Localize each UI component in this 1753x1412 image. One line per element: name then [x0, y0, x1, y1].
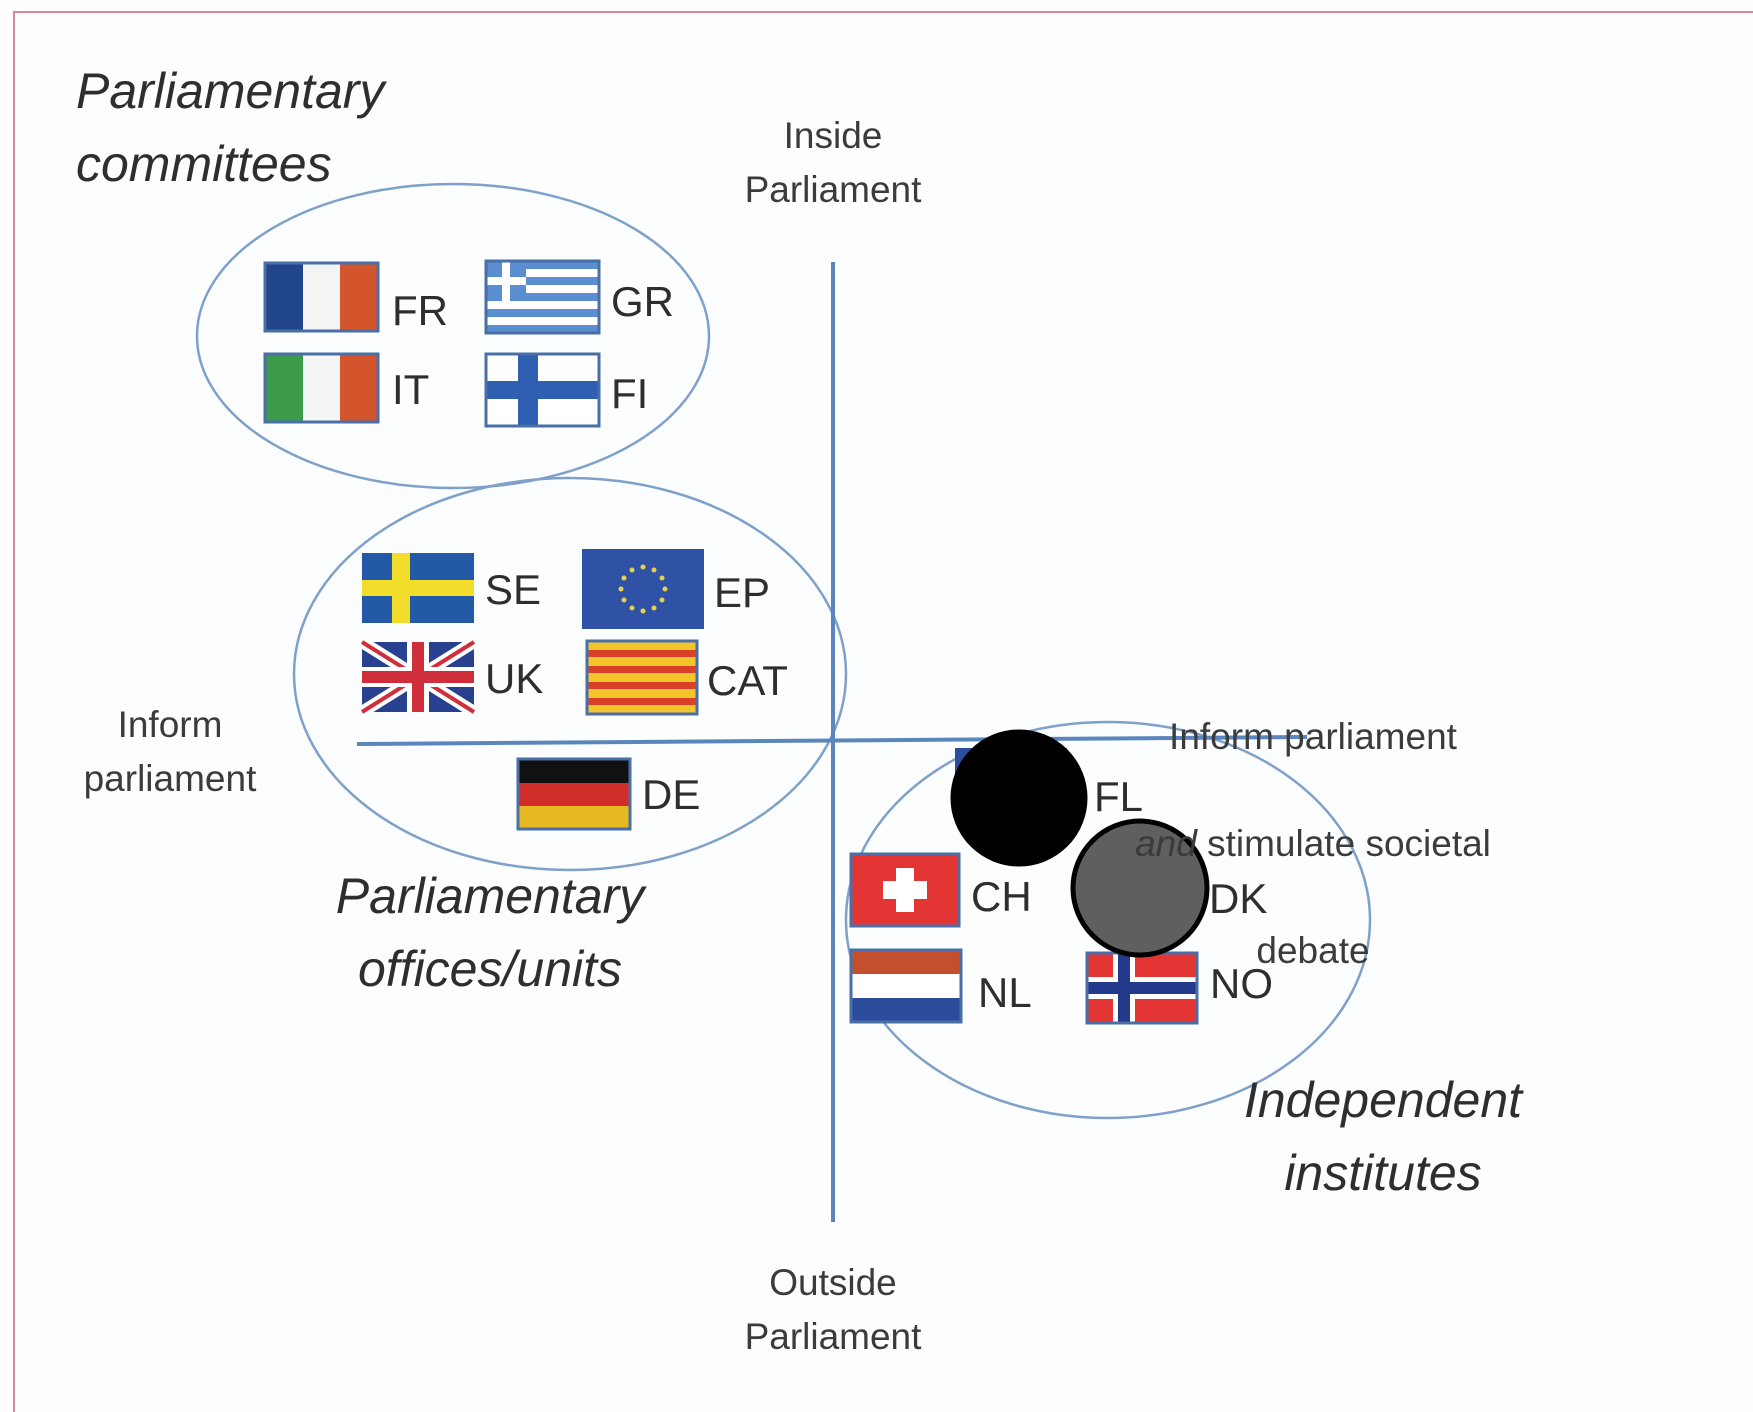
- axis-label-right-line3: debate: [1256, 930, 1370, 972]
- switzerland-flag-icon: [849, 852, 961, 928]
- figure-frame: [13, 11, 1753, 1412]
- france-flag-icon: [263, 261, 380, 333]
- offices-ellipse: [292, 476, 848, 872]
- flag-code-nl: NL: [978, 969, 1032, 1016]
- norway-flag-icon: [1085, 951, 1199, 1025]
- institutes-ellipse: [844, 720, 1372, 1120]
- axis-label-right-italic: and: [1135, 822, 1197, 864]
- sweden-flag-icon: [362, 553, 474, 623]
- axis-label-left: Inform parliament: [83, 704, 257, 799]
- flag-code-de: DE: [642, 771, 701, 818]
- redaction-gray-circle: [1070, 818, 1210, 958]
- axis-label-inside: Inside Parliament: [744, 115, 922, 210]
- axis-label-outside: Outside Parliament: [744, 1262, 922, 1357]
- eu-flag-icon: [582, 549, 704, 629]
- flag-code-it: IT: [392, 366, 430, 413]
- catalonia-flag-icon: [585, 639, 699, 716]
- committees-ellipse: [195, 182, 711, 490]
- flag-code-se: SE: [485, 566, 542, 613]
- flag-code-no: NO: [1210, 960, 1273, 1007]
- group-label-institutes: Independent institutes: [1243, 1072, 1523, 1201]
- flag-code-ch: CH: [971, 873, 1032, 920]
- flag-code-uk: UK: [485, 655, 544, 702]
- uk-flag-icon: [358, 636, 478, 718]
- greece-flag-icon: [484, 259, 601, 335]
- flag-code-fl: FL: [1094, 773, 1144, 820]
- flag-code-cat: CAT: [707, 657, 788, 704]
- group-label-offices: Parliamentary offices/units: [335, 868, 645, 997]
- axis-label-right: Inform parliament and stimulate societal…: [1135, 656, 1753, 1031]
- axis-label-right-rest: stimulate societal: [1196, 822, 1491, 864]
- italy-flag-icon: [263, 352, 380, 424]
- axis-label-right-line2: and stimulate societal: [1088, 817, 1538, 871]
- flag-code-fi: FI: [611, 370, 649, 417]
- germany-flag-icon: [516, 757, 632, 831]
- horizontal-axis: [356, 735, 1308, 746]
- group-label-committees: Parliamentary committees: [76, 63, 385, 192]
- finland-flag-icon: [484, 352, 601, 428]
- netherlands-flag-icon: [849, 948, 963, 1024]
- flag-code-fr: FR: [392, 287, 448, 334]
- flag-code-ep: EP: [714, 569, 771, 616]
- flag-code-dk: DK: [1209, 875, 1268, 922]
- flag-code-gr: GR: [611, 278, 674, 325]
- redaction-dark-circle: [950, 729, 1088, 867]
- axis-label-right-line1: Inform parliament: [1169, 715, 1457, 757]
